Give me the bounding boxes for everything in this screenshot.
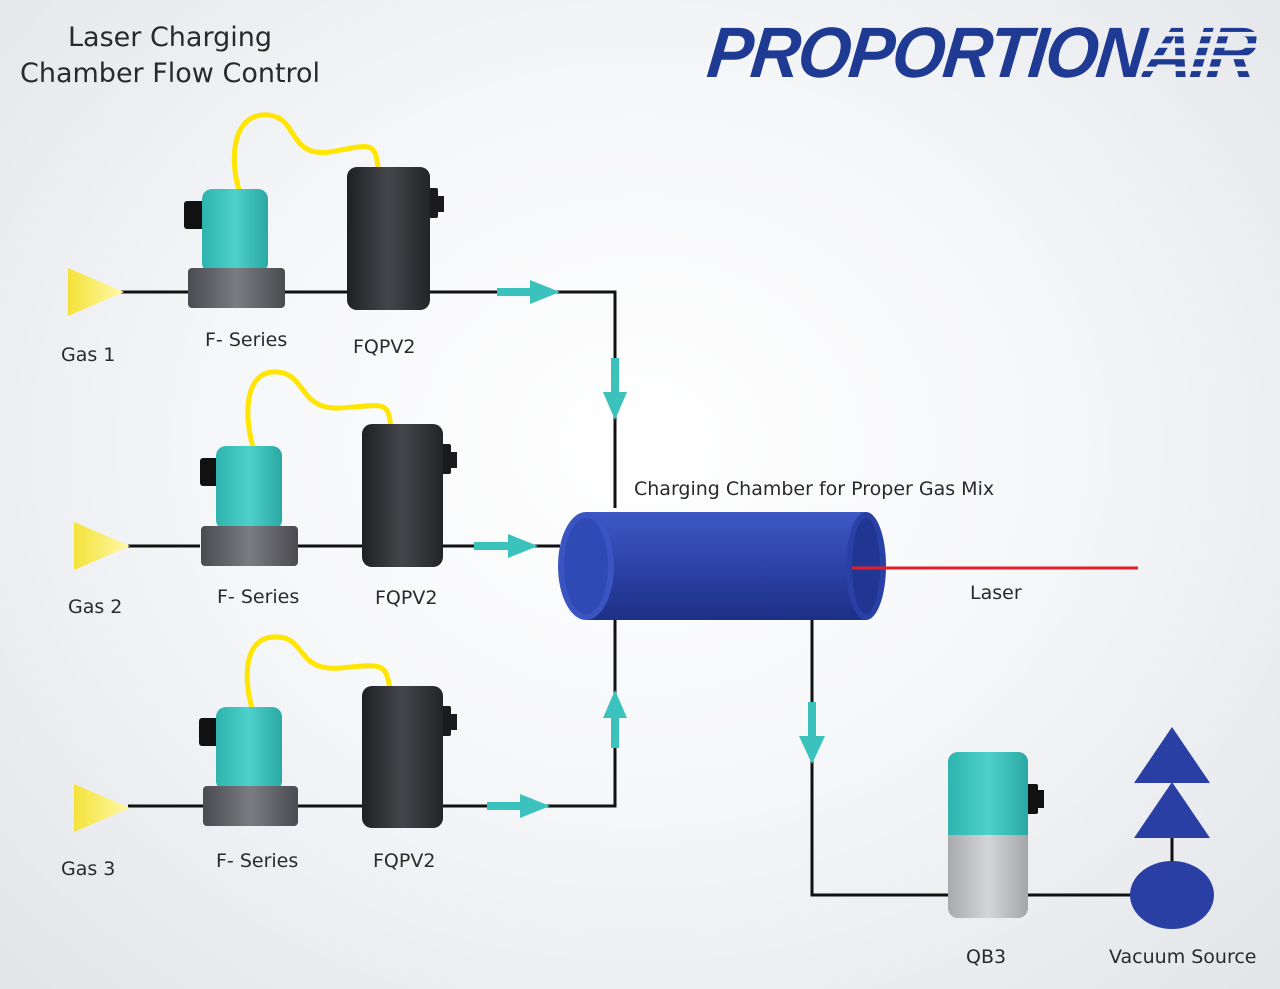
arrow-right-icon: [474, 534, 538, 558]
vacuum-triangle-icon: [1134, 727, 1210, 783]
gray-base: [203, 786, 298, 826]
arrow-right-icon: [487, 794, 550, 818]
label-qb3: QB3: [966, 946, 1007, 968]
gas1-line: [120, 290, 617, 508]
teal-body: [202, 189, 268, 273]
diagram-title: Laser Charging Chamber Flow Control: [20, 20, 320, 92]
flow-arrows: [474, 280, 825, 818]
fseries-unit-2: [200, 446, 298, 566]
valve-body: [347, 167, 430, 310]
connector-icon: [184, 201, 206, 229]
label-fseries-1: F- Series: [205, 329, 288, 351]
fqpv2-valve-1: [347, 167, 444, 310]
title-line-2: Chamber Flow Control: [20, 58, 321, 89]
fqpv2-valve-3: [362, 686, 457, 828]
fseries-unit-3: [199, 707, 298, 826]
qb3-unit: [948, 752, 1044, 918]
label-fseries-3: F- Series: [216, 850, 299, 872]
connector-icon: [1026, 784, 1038, 814]
fqpv2-valve-2: [362, 424, 457, 567]
cable-2: [245, 369, 394, 450]
flow-lines: [120, 290, 1174, 897]
gas-sources: [68, 268, 130, 832]
arrow-down-icon: [603, 358, 627, 420]
teal-body: [216, 707, 282, 791]
gas3-triangle-icon: [74, 784, 130, 832]
label-fqpv2-2: FQPV2: [375, 587, 438, 609]
vacuum-source: [1130, 727, 1214, 929]
label-vacuum-source: Vacuum Source: [1109, 946, 1257, 968]
charging-chamber: [558, 512, 886, 620]
teal-body: [216, 446, 282, 530]
qb3-top: [948, 752, 1028, 835]
gas1-triangle-icon: [68, 268, 124, 316]
label-gas-1: Gas 1: [61, 344, 116, 366]
label-gas-2: Gas 2: [68, 596, 123, 618]
label-gas-3: Gas 3: [61, 858, 116, 880]
label-chamber: Charging Chamber for Proper Gas Mix: [634, 478, 995, 500]
signal-cables: [231, 112, 394, 711]
vacuum-triangle-icon: [1134, 782, 1210, 838]
label-laser: Laser: [970, 582, 1022, 604]
cable-3: [244, 634, 393, 711]
vacuum-pump-icon: [1130, 861, 1214, 929]
title-line-1: Laser Charging: [68, 22, 272, 53]
valve-body: [362, 686, 443, 828]
gas2-triangle-icon: [74, 522, 130, 570]
label-fqpv2-3: FQPV2: [373, 850, 436, 872]
valve-body: [362, 424, 443, 567]
exhaust-line: [810, 620, 948, 897]
gray-base: [201, 526, 298, 566]
arrow-up-icon: [603, 690, 627, 748]
label-fseries-2: F- Series: [217, 586, 300, 608]
arrow-right-icon: [497, 280, 560, 304]
arrow-down-icon: [799, 702, 825, 764]
fseries-unit-1: [184, 189, 285, 308]
gray-base: [188, 268, 285, 308]
cable-1: [231, 112, 381, 193]
connector-icon: [199, 718, 221, 746]
label-fqpv2-1: FQPV2: [353, 336, 416, 358]
